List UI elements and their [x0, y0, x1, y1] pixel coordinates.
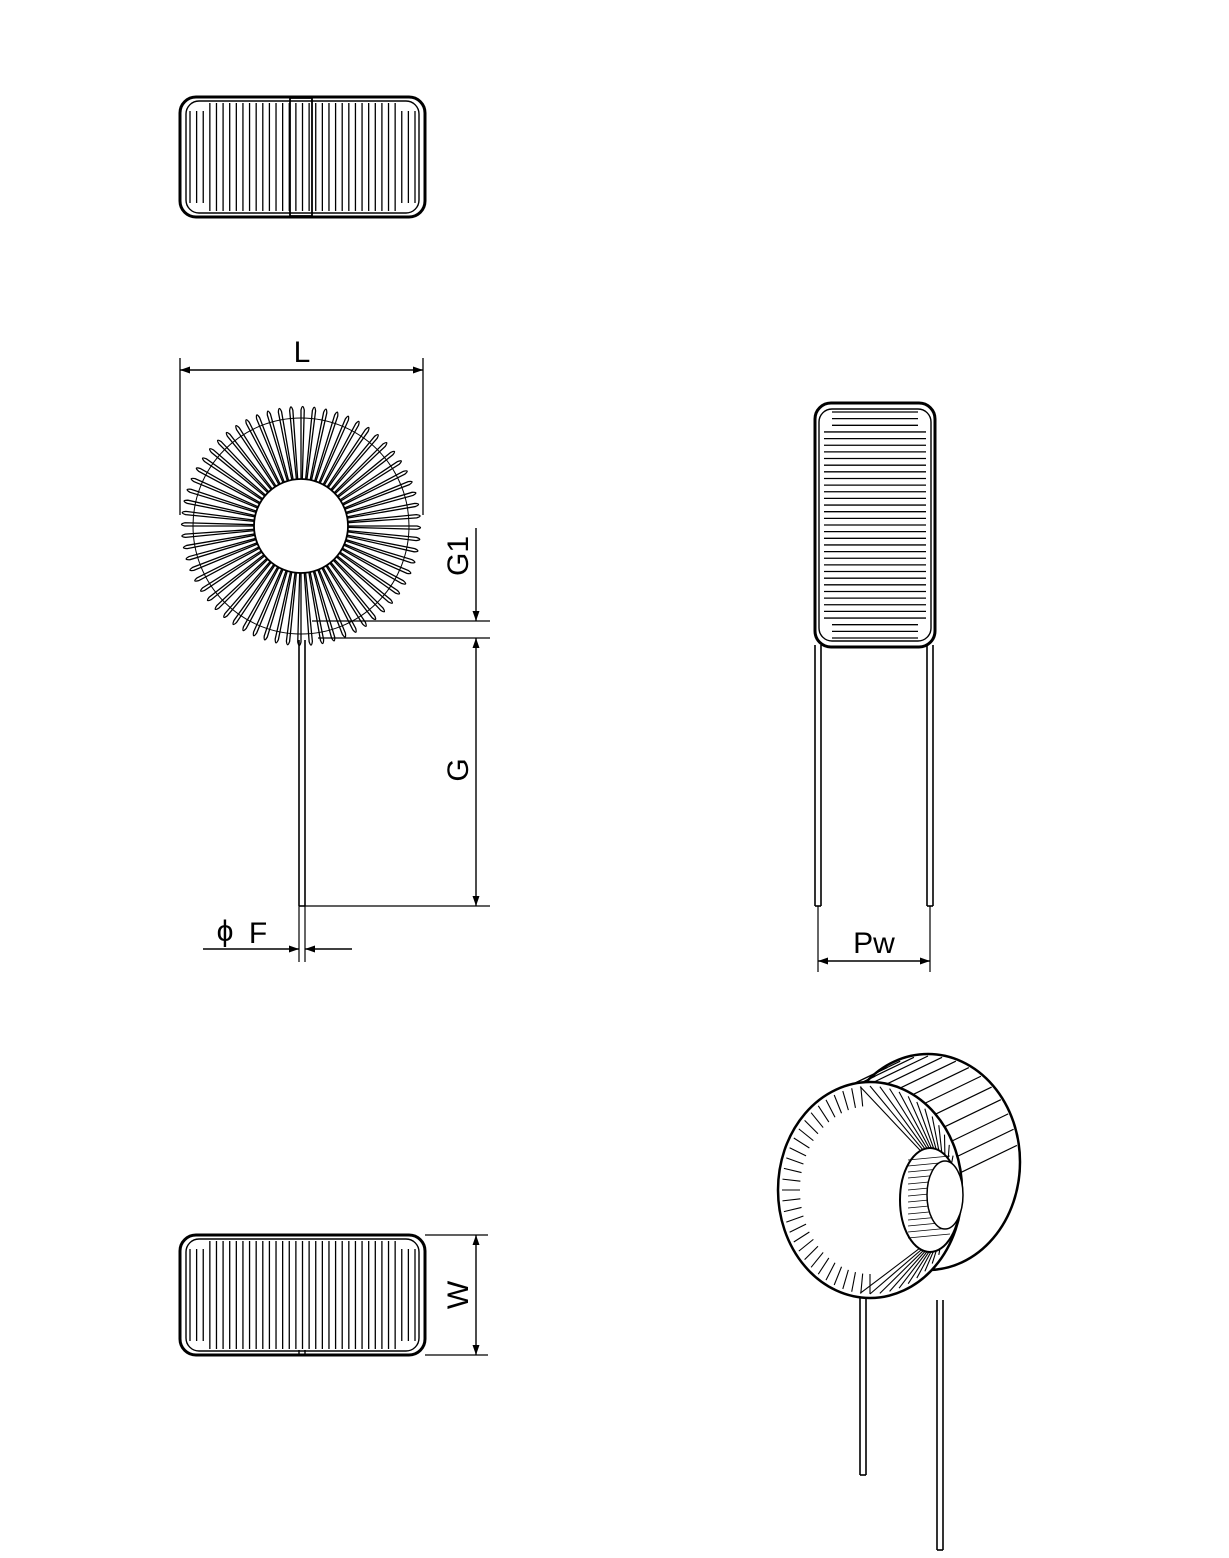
toroid-front-windings [180, 405, 422, 647]
dimension-pin-pitch: Pw [817, 906, 931, 972]
dimension-label-phi: ϕ [217, 915, 234, 948]
bottom-view [178, 1233, 427, 1357]
dimension-lead: G1 G [305, 528, 490, 907]
side-view [813, 401, 937, 907]
isometric-toroid [776, 1052, 1022, 1300]
isometric-view [776, 1052, 1022, 1551]
dimension-length: L [179, 336, 424, 515]
dimension-label-pw: Pw [853, 927, 895, 960]
top-view [178, 95, 427, 219]
dimension-width: W [425, 1234, 488, 1356]
dimension-label-l: L [294, 336, 311, 369]
dimension-label-w: W [442, 1280, 475, 1309]
dimension-label-g1: G1 [442, 536, 475, 576]
bottom-view-windings [189, 1241, 416, 1349]
top-view-windings [189, 103, 416, 211]
dimension-label-g: G [442, 758, 475, 781]
dimension-label-f: F [249, 917, 267, 950]
side-view-windings [824, 411, 926, 639]
front-view [180, 405, 422, 907]
dimension-wire-diameter: ϕ F [203, 906, 352, 962]
